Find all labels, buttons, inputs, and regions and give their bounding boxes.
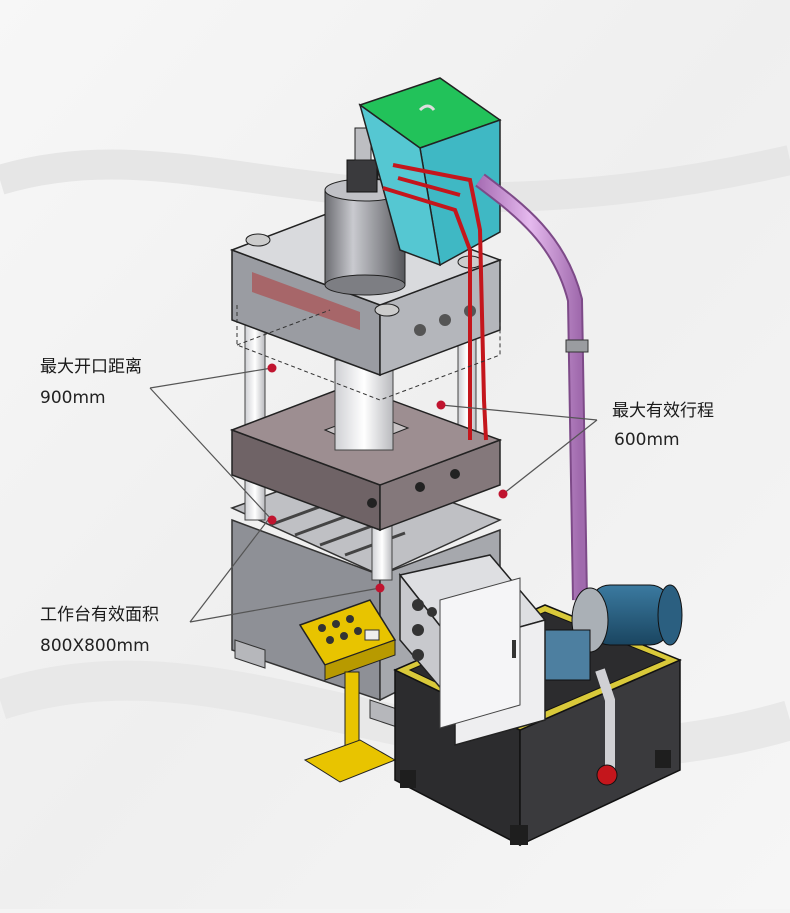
background-swirl	[0, 145, 790, 213]
max-opening-value: 900mm	[40, 388, 106, 408]
marker-dot	[498, 489, 508, 499]
marker-dot	[375, 583, 385, 593]
electric-cabinet	[398, 554, 547, 746]
motor-pump	[544, 584, 683, 786]
marker-dot	[267, 515, 277, 525]
main-cylinder	[324, 127, 406, 296]
stroke-dashed-outline	[236, 305, 501, 401]
marker-dot	[436, 400, 446, 410]
dimension-markers	[267, 363, 508, 593]
max-opening-title: 最大开口距离	[40, 357, 142, 377]
leader-lines	[149, 367, 598, 623]
table-area-value: 800X800mm	[40, 636, 150, 656]
max-stroke-value: 600mm	[614, 430, 680, 450]
marker-dot	[267, 363, 277, 373]
hydraulic-red-pipes	[382, 163, 488, 441]
max-stroke-title: 最大有效行程	[612, 401, 714, 421]
control-panel-stand	[298, 599, 397, 783]
table-area-title: 工作台有效面积	[40, 605, 159, 625]
purple-hose	[475, 173, 589, 601]
